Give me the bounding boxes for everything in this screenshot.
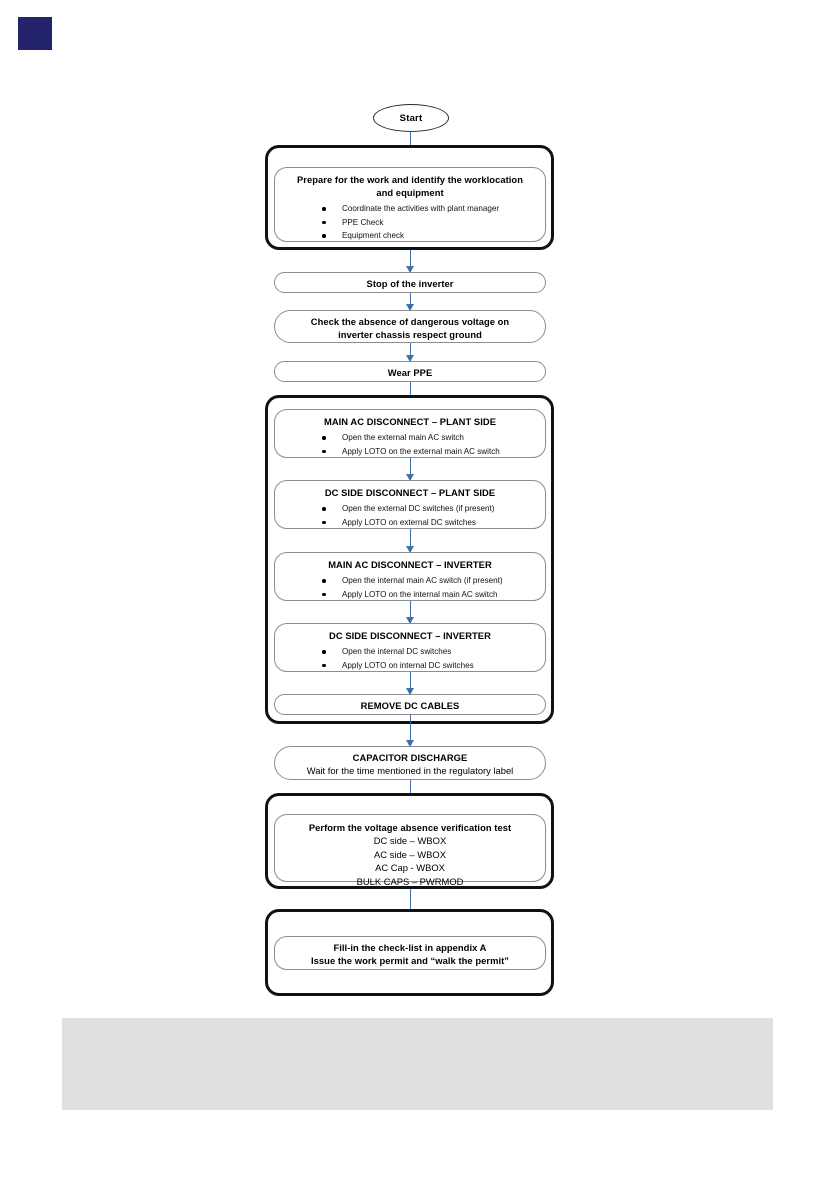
connector-group2-to-capacitor xyxy=(404,715,416,747)
node-capacitor-discharge-title: CAPACITOR DISCHARGE xyxy=(352,752,468,763)
node-remove-dc-cables: REMOVE DC CABLES xyxy=(274,694,546,715)
node-stop-inverter-title: Stop of the inverter xyxy=(366,278,454,289)
node-main-ac-disconnect-inverter-title: MAIN AC DISCONNECT – INVERTER xyxy=(328,559,492,570)
node-remove-dc-cables-title: REMOVE DC CABLES xyxy=(360,700,460,711)
node-voltage-absence-test-line-4: BULK CAPS – PWRMOD xyxy=(356,875,464,887)
node-voltage-absence-test-line-3: AC Cap - WBOX xyxy=(375,862,445,873)
list-item: Open the external DC switches (if presen… xyxy=(322,502,539,516)
flow-start-label: Start xyxy=(399,112,423,124)
node-dc-side-disconnect-plant-title: DC SIDE DISCONNECT – PLANT SIDE xyxy=(324,487,496,498)
node-check-dangerous-voltage-line2: inverter chassis respect ground xyxy=(338,329,482,340)
node-dc-side-disconnect-plant: DC SIDE DISCONNECT – PLANT SIDE Open the… xyxy=(274,480,546,529)
connector-mainac-plant-to-dc-plant xyxy=(404,458,416,481)
node-main-ac-disconnect-plant: MAIN AC DISCONNECT – PLANT SIDE Open the… xyxy=(274,409,546,458)
connector-check-to-ppe xyxy=(404,343,416,362)
brand-square-logo xyxy=(18,17,52,50)
node-prepare-work-title-line2: and equipment xyxy=(376,187,444,198)
node-check-dangerous-voltage: Check the absence of dangerous voltage o… xyxy=(274,310,546,343)
node-voltage-absence-test-title: Perform the voltage absence verification… xyxy=(308,822,512,833)
node-dc-side-disconnect-inverter-bullets: Open the internal DC switches Apply LOTO… xyxy=(281,645,539,672)
flow-start-terminator: Start xyxy=(373,104,449,132)
list-item: Apply LOTO on internal DC switches xyxy=(322,659,539,673)
list-item: Open the internal main AC switch (if pre… xyxy=(322,574,539,588)
node-wear-ppe: Wear PPE xyxy=(274,361,546,382)
node-voltage-absence-test-line-2: AC side – WBOX xyxy=(374,848,446,860)
node-work-permit: Fill-in the check-list in appendix A Iss… xyxy=(274,936,546,970)
footer-content-band xyxy=(62,1018,773,1110)
node-main-ac-disconnect-inverter-bullets: Open the internal main AC switch (if pre… xyxy=(281,574,539,601)
list-item: Equipment check xyxy=(322,229,539,243)
list-item: Apply LOTO on the internal main AC switc… xyxy=(322,588,539,602)
list-item: Open the internal DC switches xyxy=(322,645,539,659)
node-voltage-absence-test: Perform the voltage absence verification… xyxy=(274,814,546,887)
node-main-ac-disconnect-plant-bullets: Open the external main AC switch Apply L… xyxy=(281,431,539,458)
list-item: Open the external main AC switch xyxy=(322,431,539,445)
node-prepare-work: Prepare for the work and identify the wo… xyxy=(274,167,546,242)
connector-prepare-to-stop xyxy=(404,250,416,273)
connector-stop-to-check xyxy=(404,293,416,311)
list-item: Apply LOTO on the external main AC switc… xyxy=(322,445,539,459)
node-work-permit-line2: Issue the work permit and “walk the perm… xyxy=(310,955,510,966)
node-main-ac-disconnect-plant-title: MAIN AC DISCONNECT – PLANT SIDE xyxy=(323,416,497,427)
node-wear-ppe-title: Wear PPE xyxy=(387,367,433,378)
node-work-permit-line1: Fill-in the check-list in appendix A xyxy=(333,942,487,953)
procedure-flowchart: Start Prepare for the work and identify … xyxy=(265,104,554,996)
node-dc-side-disconnect-inverter: DC SIDE DISCONNECT – INVERTER Open the i… xyxy=(274,623,546,672)
connector-mainac-inverter-to-dc-inverter xyxy=(404,601,416,624)
connector-dc-plant-to-mainac-inverter xyxy=(404,529,416,553)
connector-dc-inverter-to-remove-cables xyxy=(404,672,416,695)
list-item: Coordinate the activities with plant man… xyxy=(322,202,539,216)
list-item: Apply LOTO on external DC switches xyxy=(322,516,539,530)
node-voltage-absence-test-line-1: DC side – WBOX xyxy=(373,835,447,846)
node-stop-inverter: Stop of the inverter xyxy=(274,272,546,293)
list-item: PPE Check xyxy=(322,216,539,230)
node-prepare-work-bullets: Coordinate the activities with plant man… xyxy=(281,202,539,243)
node-capacitor-discharge-subtitle: Wait for the time mentioned in the regul… xyxy=(306,765,514,776)
node-main-ac-disconnect-inverter: MAIN AC DISCONNECT – INVERTER Open the i… xyxy=(274,552,546,601)
node-check-dangerous-voltage-line1: Check the absence of dangerous voltage o… xyxy=(310,316,510,327)
node-dc-side-disconnect-plant-bullets: Open the external DC switches (if presen… xyxy=(281,502,539,529)
node-dc-side-disconnect-inverter-title: DC SIDE DISCONNECT – INVERTER xyxy=(329,630,491,641)
node-prepare-work-title-line1: Prepare for the work and identify the wo… xyxy=(297,174,523,185)
node-capacitor-discharge: CAPACITOR DISCHARGE Wait for the time me… xyxy=(274,746,546,780)
